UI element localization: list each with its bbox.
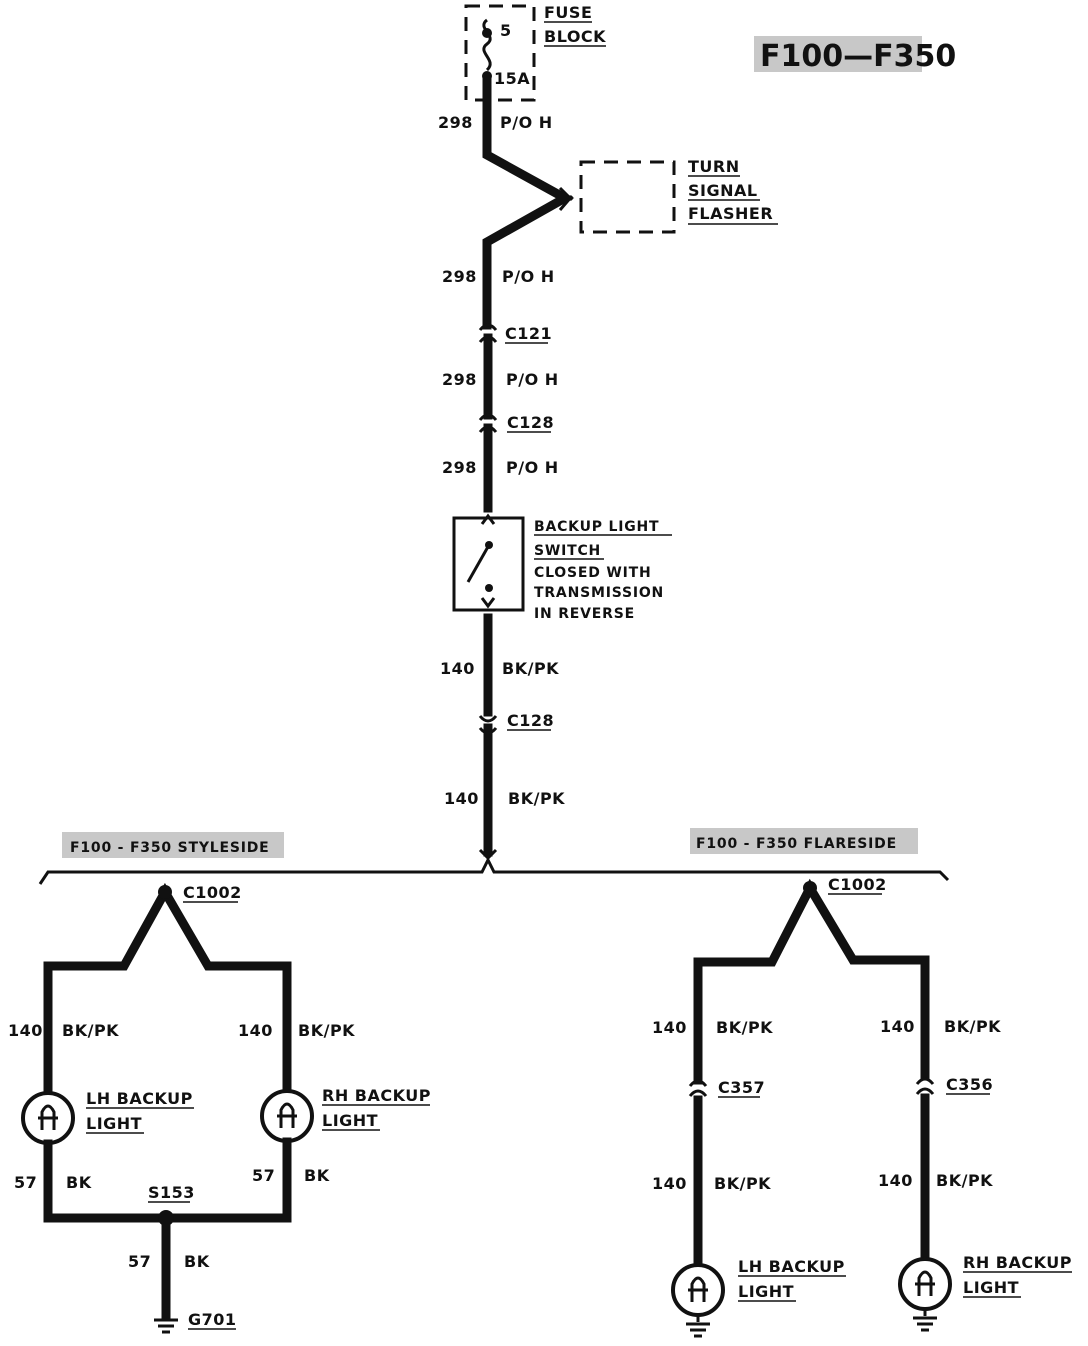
flasher-label-3: FLASHER [688, 204, 773, 223]
wire-140-main: C128 140 BK/PK 140 BK/PK [440, 618, 565, 858]
c121-label: C121 [505, 324, 552, 343]
wire-298c-color: P/O H [506, 370, 559, 389]
wire-298a-circuit: 298 [438, 113, 473, 132]
ground-icon [913, 1309, 937, 1330]
style-rh-bulb [262, 1091, 312, 1141]
style-lh-circuit: 140 [8, 1021, 43, 1040]
flare-lh-bulb [673, 1265, 723, 1315]
switch-label-1: BACKUP LIGHT [534, 519, 659, 535]
flare-rh2-circuit: 140 [878, 1171, 913, 1190]
fuse-block-label-1: FUSE [544, 3, 592, 22]
flare-lh2-color: BK/PK [714, 1174, 771, 1193]
style-rh-circuit: 140 [238, 1021, 273, 1040]
c128b-label: C128 [507, 711, 554, 730]
switch-label-2: SWITCH [534, 543, 601, 559]
style-lh-bulb [23, 1093, 73, 1143]
wire-298-top: 298 P/O H 298 P/O H [438, 82, 565, 325]
fuse-number: 5 [500, 21, 512, 40]
c128a-label: C128 [507, 413, 554, 432]
flare-rh-circuit: 140 [880, 1017, 915, 1036]
flareside-circuit: C1002 140 BK/PK 140 BK/PK C357 C356 140 … [652, 875, 1072, 1336]
flare-rh-light-1: RH BACKUP [963, 1253, 1072, 1272]
style-c1002-label: C1002 [183, 883, 242, 902]
switch-note-3: IN REVERSE [534, 606, 635, 622]
wire-298-lower: C121 C128 298 P/O H 298 P/O H [442, 324, 559, 508]
wire-298c-circuit: 298 [442, 370, 477, 389]
wire-298b-color: P/O H [502, 267, 555, 286]
wire-298d-color: P/O H [506, 458, 559, 477]
c356-label: C356 [946, 1075, 993, 1094]
flare-lh-circuit: 140 [652, 1018, 687, 1037]
flasher-label-2: SIGNAL [688, 181, 758, 200]
styleside-circuit: C1002 140 BK/PK 140 BK/PK LH BACKUP LIGH… [8, 883, 431, 1332]
style-lh-light-2: LIGHT [86, 1114, 142, 1133]
wire-140a-color: BK/PK [502, 659, 559, 678]
ground-icon [154, 1320, 178, 1332]
style-lh57-color: BK [66, 1173, 92, 1192]
wire-298b-circuit: 298 [442, 267, 477, 286]
style-gnd57-color: BK [184, 1252, 210, 1271]
c356-connector-symbol [917, 1079, 933, 1094]
flare-lh-color: BK/PK [716, 1018, 773, 1037]
wire-298d-circuit: 298 [442, 458, 477, 477]
title-block: F100—F350 [754, 36, 956, 74]
turn-signal-flasher: TURN SIGNAL FLASHER [560, 157, 778, 232]
flare-c1002-label: C1002 [828, 875, 887, 894]
switch-note-2: TRANSMISSION [534, 585, 664, 601]
flare-lh2-circuit: 140 [652, 1174, 687, 1193]
fuse-block-label-2: BLOCK [544, 27, 606, 46]
fuse-rating: 15A [494, 69, 530, 88]
flareside-label: F100 - F350 FLARESIDE [696, 836, 897, 852]
style-lh57-circuit: 57 [14, 1173, 37, 1192]
variant-bracket: F100 - F350 STYLESIDE F100 - F350 FLARES… [40, 828, 948, 884]
style-rh57-circuit: 57 [252, 1166, 275, 1185]
switch-note-1: CLOSED WITH [534, 565, 651, 581]
flare-rh-bulb [900, 1259, 950, 1309]
style-rh57-color: BK [304, 1166, 330, 1185]
wire-140a-circuit: 140 [440, 659, 475, 678]
g701-label: G701 [188, 1310, 237, 1329]
style-rh-light-2: LIGHT [322, 1111, 378, 1130]
style-rh-light-1: RH BACKUP [322, 1086, 431, 1105]
flare-rh-light-2: LIGHT [963, 1278, 1019, 1297]
style-lh-light-1: LH BACKUP [86, 1089, 193, 1108]
wire-140b-circuit: 140 [444, 789, 479, 808]
style-lh-color: BK/PK [62, 1021, 119, 1040]
flare-lh-light-2: LIGHT [738, 1282, 794, 1301]
flare-lh-light-1: LH BACKUP [738, 1257, 845, 1276]
styleside-label: F100 - F350 STYLESIDE [70, 840, 270, 856]
ground-icon [686, 1315, 710, 1336]
flasher-label-1: TURN [688, 157, 740, 176]
diagram-title: F100—F350 [760, 39, 956, 74]
flare-rh-color: BK/PK [944, 1017, 1001, 1036]
wire-298a-color: P/O H [500, 113, 553, 132]
style-gnd57-circuit: 57 [128, 1252, 151, 1271]
wire-140b-color: BK/PK [508, 789, 565, 808]
s153-label: S153 [148, 1183, 195, 1202]
backup-light-switch: BACKUP LIGHT SWITCH CLOSED WITH TRANSMIS… [454, 516, 672, 622]
flare-rh2-color: BK/PK [936, 1171, 993, 1190]
style-rh-color: BK/PK [298, 1021, 355, 1040]
c357-label: C357 [718, 1078, 765, 1097]
